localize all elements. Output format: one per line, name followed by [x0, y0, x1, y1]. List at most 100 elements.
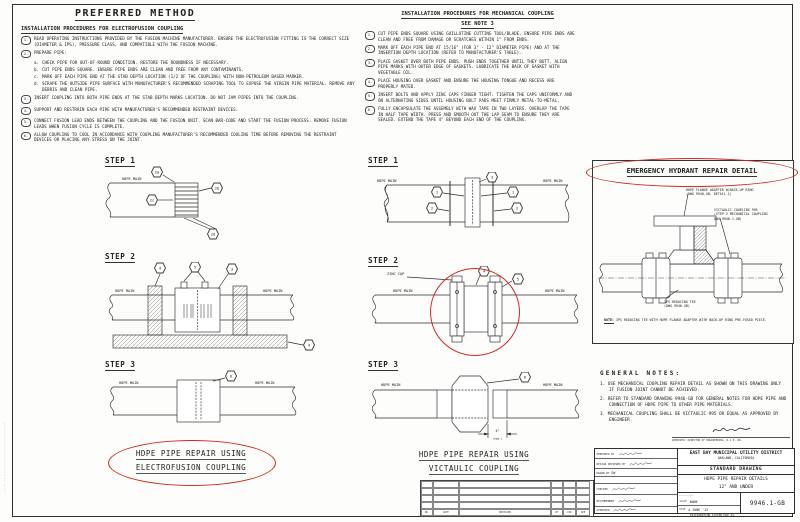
detail-label-reducing-tee: IPS REDUCING TEE (DWG 9946-GB): [664, 300, 696, 309]
red-annotation-ellipse-hydrant-detail: [586, 158, 798, 187]
item-number-hex: 5.: [365, 92, 375, 101]
director-signature: [700, 425, 764, 435]
mechanical-procedure-list: 1.CUT PIPE ENDS SQUARE USING GUILLOTINE …: [365, 31, 575, 125]
callout: 2c: [150, 198, 155, 203]
callout: 2: [516, 206, 518, 211]
item-number-hex: 6.: [21, 131, 31, 141]
detail-label-flange-adapter: HDPE FLANGE ADAPTER W/BACK-UP RING (DWG …: [686, 188, 754, 197]
signature-scribble: [616, 451, 646, 457]
dimension-typ: (TYP.): [492, 437, 502, 441]
item-number-hex: 4.: [365, 78, 375, 87]
electrofusion-procedure-list: 1.READ OPERATING INSTRUCTIONS PROVIDED B…: [21, 36, 355, 146]
signature-row-blank: [595, 477, 677, 484]
callout: 1: [512, 190, 515, 195]
drawing-title: HDPE PIPE REPAIR DETAILS 12" AND UNDER: [704, 477, 768, 490]
procedure-item: 4.SUPPORT AND RESTRAIN EACH PIPE WITH MA…: [21, 106, 355, 116]
general-note: 1. USE MECHANICAL COUPLING REPAIR DETAIL…: [600, 382, 782, 393]
right-step3-label: STEP 3: [368, 360, 399, 371]
callout: 6: [524, 375, 527, 380]
approval-line: APPROVED: DIRECTOR OF ENGINEERING, R.C.E…: [672, 437, 790, 442]
signature-row: CHECKED: [595, 484, 677, 495]
pipe-label: HDPE MAIN: [545, 289, 564, 293]
zinc-cap-label: ZINC CAP: [387, 272, 404, 276]
signature-row: RECOMMENDED: [595, 495, 677, 507]
procedure-subitem: a.CHECK PIPE FOR OUT-OF-ROUND CONDITION.…: [34, 59, 229, 65]
signature-row: APPROVED: [595, 507, 677, 513]
item-number-hex: 3.: [21, 95, 31, 104]
revision-table: NO. DATE REVISION BY CKD APP: [420, 480, 594, 517]
callout: 4: [308, 343, 311, 348]
district-name-block: EAST BAY MUNICIPAL UTILITY DISTRICT OAKL…: [689, 450, 783, 460]
step3-diagram-mechanical: HDPE MAIN HDPE MAIN 6 4" (TYP.): [371, 372, 580, 441]
general-note: 3. MECHANICAL COUPLING SHALL BE VICTAULI…: [600, 412, 779, 424]
item-number-hex: 6.: [365, 106, 375, 115]
red-annotation-circle-mechanical-coupling: [430, 268, 520, 356]
electrofusion-procedures-heading: INSTALLATION PROCEDURES FOR ELECTROFUSIO…: [21, 26, 184, 34]
item-number-hex: 5.: [21, 118, 31, 127]
procedure-subitem: c.MARK OFF EACH PIPE END AT THE STAB DEP…: [34, 74, 305, 80]
item-number-hex: 4.: [21, 106, 31, 116]
detail-label-victaulic-coupling: VICTAULIC COUPLING 995 (STEP 2 MECHANICA…: [714, 208, 768, 221]
revision-col-header: BY: [551, 509, 563, 516]
signature-row: PREPARED BY: [595, 449, 677, 459]
callout: 5: [517, 277, 519, 282]
callout: 3: [231, 267, 233, 272]
drawing-number: 9946.1-GB: [749, 499, 786, 507]
step1-diagram-mechanical: HDPE MAIN HDPE MAIN 3 1 1 2 2: [377, 172, 570, 228]
callout: 4: [159, 266, 162, 271]
callout: 3: [491, 175, 493, 180]
callout: 6: [230, 374, 233, 379]
procedure-item: 5.INSERT BOLTS AND APPLY ZINC CAPS FINGE…: [365, 92, 575, 103]
standard-drawing-label: STANDARD DRAWING: [678, 464, 794, 475]
revision-col-header: NO.: [421, 509, 433, 516]
signature-scribble: [628, 461, 654, 467]
detail-note: NOTE: IPS REDUCING TEE WITH HDPE FLANGE …: [604, 318, 767, 324]
item-number-hex: 1.: [21, 36, 31, 45]
mechanical-procedures-heading: INSTALLATION PROCEDURES FOR MECHANICAL C…: [401, 11, 554, 19]
pipe-label: HDPE MAIN: [263, 289, 282, 293]
callout: 2b: [215, 186, 220, 191]
item-number-hex: 2.: [365, 44, 375, 54]
procedure-item: 2.PREPARE PIPE:: [21, 49, 355, 59]
preferred-method-title: PREFERRED METHOD: [75, 8, 196, 21]
pipe-label: HDPE MAIN: [381, 383, 400, 387]
hydrant-detail-diagram: [598, 193, 786, 304]
callout: 2a: [155, 170, 160, 175]
step3-diagram-electrofusion: HDPE MAIN HDPE MAIN 6: [109, 370, 297, 423]
left-step1-label: STEP 1: [105, 156, 136, 167]
distribution-map-note: DISTRIBUTION SYSTEM MAP 44.: [690, 513, 736, 517]
procedure-item: 1.CUT PIPE ENDS SQUARE USING GUILLOTINE …: [365, 31, 575, 42]
procedure-item: 6.ALLOW COUPLING TO COOL IN ACCORDANCE W…: [21, 131, 355, 143]
signature-scribble: [611, 507, 639, 513]
emergency-detail-box: [592, 160, 794, 344]
pipe-label: HDPE MAIN: [122, 177, 141, 181]
item-number-hex: 2.: [21, 49, 31, 59]
pipe-label: HDPE MAIN: [543, 179, 562, 183]
pipe-label: HDPE MAIN: [119, 381, 138, 385]
item-number-hex: 1.: [365, 31, 375, 40]
procedure-item: 4.PLACE HOUSING OVER GASKET AND ENSURE T…: [365, 78, 575, 89]
pipe-label: HDPE MAIN: [115, 289, 134, 293]
see-note-3: SEE NOTE 3: [461, 21, 494, 29]
signature-scribble: [610, 486, 638, 492]
procedure-item: 6.FULLY ENCAPSULATE THE ASSEMBLY WITH WA…: [365, 106, 575, 123]
procedure-item: 5.CONNECT FUSION LEAD ENDS BETWEEN THE C…: [21, 118, 355, 129]
signature-row: DESIGN REVIEWED BY: [595, 459, 677, 469]
procedure-item: 2.MARK OFF EACH PIPE END AT 15/16" (FOR …: [365, 44, 575, 56]
item-number-hex: 3.: [365, 58, 375, 68]
revision-col-header: APP: [576, 509, 590, 516]
left-step3-label: STEP 3: [105, 360, 136, 371]
callout: 5: [194, 265, 196, 270]
dimension-value: 4": [495, 429, 499, 433]
general-note: 2. REFER TO STANDARD DRAWING 9946-GB FOR…: [600, 397, 787, 408]
callout: 2d: [211, 232, 216, 237]
pipe-label: HDPE MAIN: [543, 383, 562, 387]
stamp-smudge: ∙∙∙∙∙∙∙∙∙∙∙∙: [679, 494, 694, 497]
general-notes: GENERAL NOTES: 1. USE MECHANICAL COUPLIN…: [600, 370, 788, 428]
